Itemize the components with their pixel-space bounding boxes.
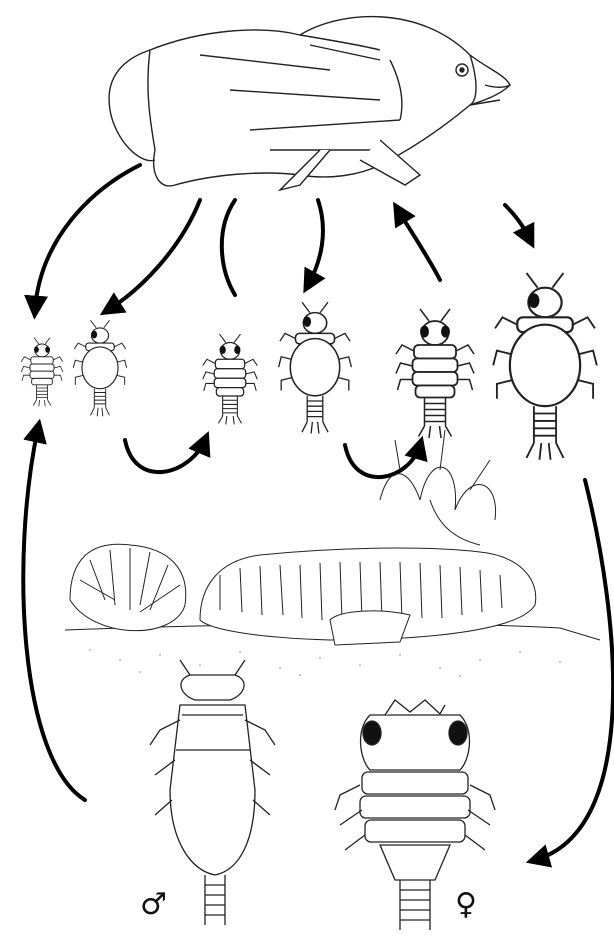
larva-stage-2 [73, 320, 126, 416]
adult-male-isopod [150, 660, 275, 925]
cycle-arrows [23, 165, 613, 860]
male-symbol: ♂ [140, 890, 180, 920]
sand-texture [89, 649, 561, 677]
larva-stage-6 [493, 273, 597, 460]
fish-host-illustration [109, 17, 510, 190]
larva-stage-3 [203, 334, 258, 424]
larva-stage-4 [279, 302, 352, 433]
female-symbol: ♀ [455, 890, 495, 920]
larval-stages [21, 273, 597, 460]
coral-reef-illustration [65, 430, 600, 645]
larva-stage-5 [396, 309, 474, 438]
larva-stage-1 [21, 338, 63, 407]
